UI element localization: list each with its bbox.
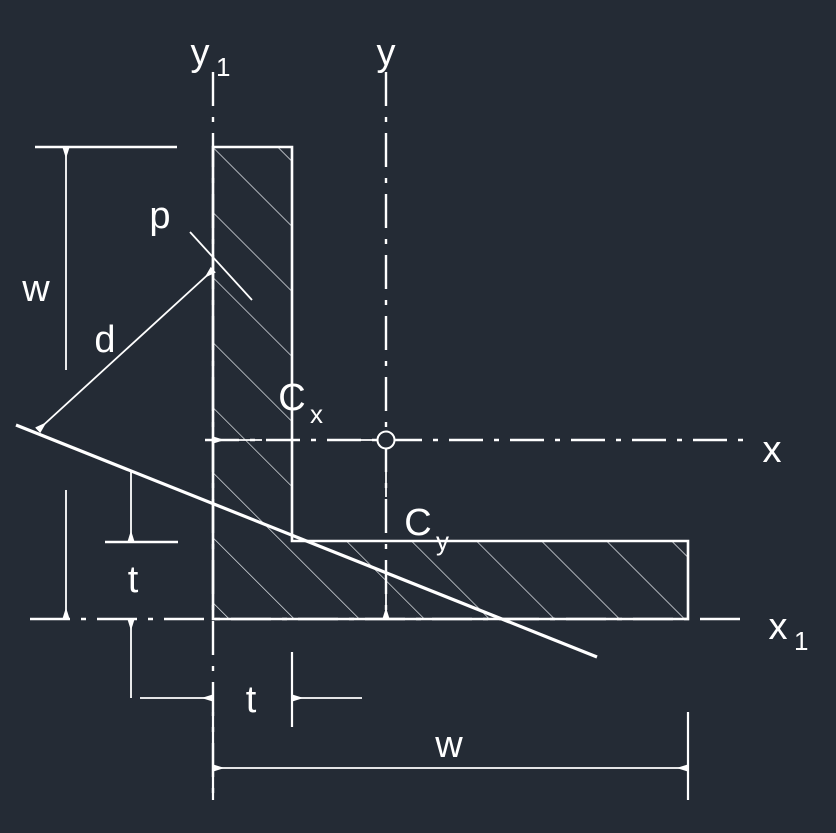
label-width-bottom: w <box>434 724 463 766</box>
label-centroid-x: C <box>278 377 305 419</box>
label-centroid-y-subscript: y <box>436 526 449 556</box>
label-axis-y1: y <box>191 32 210 74</box>
section-hatching <box>213 147 688 619</box>
l-section-outline <box>211 145 690 621</box>
label-axis-x1: x <box>769 606 788 648</box>
dimension-w-bottom <box>211 712 690 800</box>
label-axis-x: x <box>763 429 782 471</box>
label-principal-axis-p: p <box>149 195 170 237</box>
label-width-left: w <box>21 268 50 310</box>
label-centroid-y: C <box>404 502 431 544</box>
dimension-t-bottom <box>140 652 362 727</box>
dimension-w-left <box>35 145 177 620</box>
dimension-d <box>35 266 216 434</box>
text-labels: y 1 y x x 1 p d w t t w C x C y <box>21 32 808 766</box>
centroid-marker <box>376 430 396 450</box>
label-axis-x1-subscript: 1 <box>794 626 808 656</box>
label-axis-y: y <box>377 32 396 74</box>
label-thickness-left: t <box>128 559 139 601</box>
label-thickness-bottom: t <box>246 679 257 721</box>
label-diagonal-d: d <box>94 319 115 361</box>
label-axis-y1-subscript: 1 <box>216 52 230 82</box>
dimension-t-left <box>105 470 178 544</box>
label-centroid-x-subscript: x <box>310 399 323 429</box>
p-leader-line <box>189 231 253 301</box>
principal-axis-p <box>15 423 598 659</box>
